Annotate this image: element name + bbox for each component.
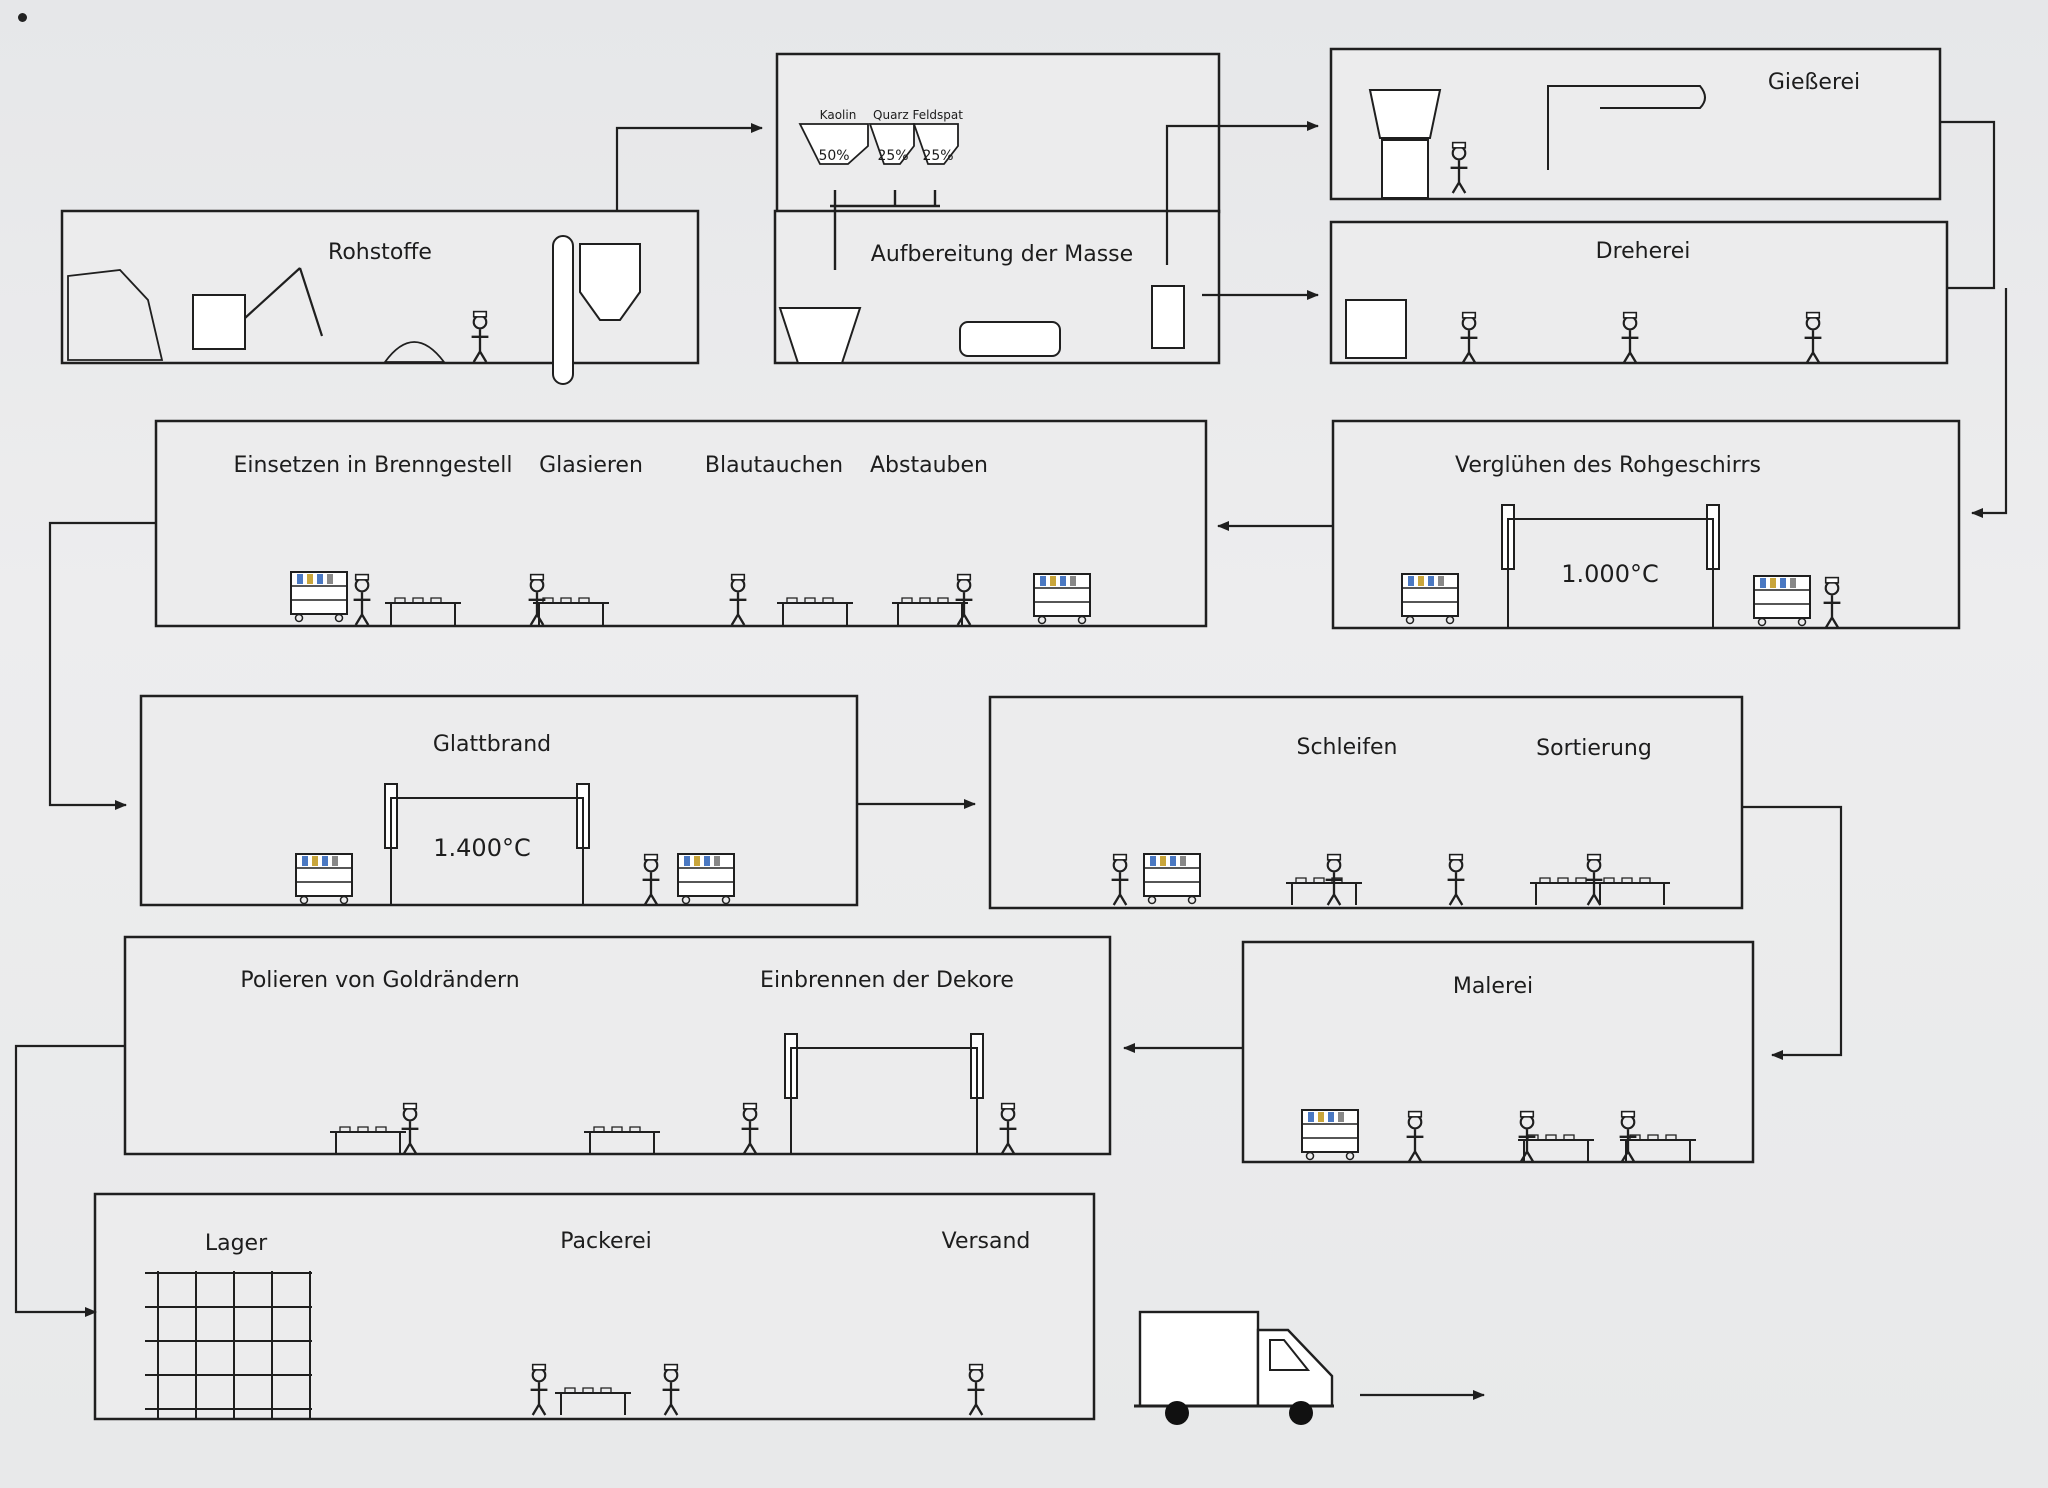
press-machine [1346,300,1406,358]
label-quarz-pct: 25% [877,148,908,164]
rack-cart [678,854,734,904]
label-rohstoffe: Rohstoffe [328,240,432,265]
slip-tank-base [1382,140,1428,198]
label-lager: Lager [205,1231,267,1256]
filter-press [1152,286,1184,348]
label-einsetzen: Einsetzen in Brenngestell [233,453,512,478]
rack-cart [296,854,352,904]
label-kaolin: Kaolin [820,108,857,122]
label-feldspat-pct: 25% [922,148,953,164]
label-polieren: Polieren von Goldrändern [240,968,519,993]
excavator [193,295,245,349]
label-einbrennen: Einbrennen der Dekore [760,968,1014,993]
label-aufbereitung: Aufbereitung der Masse [871,242,1133,267]
label-kaolin-pct: 50% [818,148,849,164]
box-schleifen [990,697,1742,908]
arrow-to-vergluehen [1972,288,2006,513]
label-quarz-feldspat: Quarz Feldspat [873,108,963,122]
label-blautauchen: Blautauchen [705,453,843,478]
truck-wheel-front [1289,1401,1313,1425]
label-versand: Versand [942,1229,1031,1254]
conveyor [553,236,573,384]
label-dreherei: Dreherei [1596,239,1691,264]
rack-cart [1302,1110,1358,1160]
rack-cart [291,572,347,622]
label-packerei: Packerei [560,1229,652,1254]
rack-cart [1754,576,1810,626]
ball-mill [960,322,1060,356]
arrow-to-malerei [1742,807,1841,1055]
truck-wheel-rear [1165,1401,1189,1425]
rack-cart [1144,854,1200,904]
truck-cargo [1140,1312,1258,1406]
slip-tank [1370,90,1440,138]
label-vergluehen: Verglühen des Rohgeschirrs [1455,453,1761,478]
label-giesserei: Gießerei [1768,70,1860,95]
rack-cart [1402,574,1458,624]
label-glasieren: Glasieren [539,453,643,478]
box-glattbrand [141,696,857,905]
label-glattbrand-temp: 1.400°C [433,834,530,862]
label-abstauben: Abstauben [870,453,988,478]
label-sortierung: Sortierung [1536,736,1652,761]
label-malerei: Malerei [1453,974,1533,999]
arrow-rohstoffe-to-mix [617,128,762,211]
label-schleifen: Schleifen [1297,735,1398,760]
label-glattbrand: Glattbrand [433,732,551,757]
label-vergluehen-temp: 1.000°C [1561,560,1658,588]
rack-cart [1034,574,1090,624]
